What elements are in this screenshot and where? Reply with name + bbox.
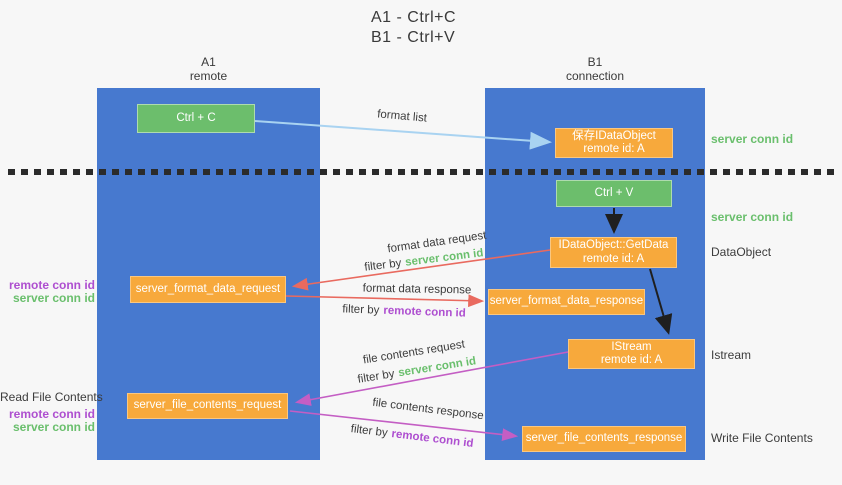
node-server-file-contents-response: server_file_contents_response (522, 426, 686, 452)
node-server-format-data-response: server_format_data_response (488, 289, 645, 315)
filter-by-text: filter by (356, 368, 396, 386)
lane-header-left: A1 remote (97, 55, 320, 83)
lane-right-title: B1 (587, 55, 603, 69)
node-file-response-label: server_file_contents_response (525, 432, 683, 445)
node-idataobject-getdata: IDataObject::GetData remote id: A (550, 237, 677, 268)
label-istream: Istream (711, 348, 752, 362)
label-dataobject: DataObject (711, 245, 772, 259)
node-server-format-data-request: server_format_data_request (130, 276, 286, 303)
title-line-1: A1 - Ctrl+C (371, 9, 457, 26)
lane-header-right: B1 connection (485, 55, 705, 83)
lane-left-subtitle: remote (189, 69, 228, 83)
node-istream: IStream remote id: A (568, 339, 695, 369)
label-read-file-contents: Read File Contents (0, 390, 103, 404)
node-file-request-label: server_file_contents_request (133, 399, 282, 412)
label-server-conn-id-left-1: server conn id (12, 291, 95, 305)
filter-by-text: filter by (350, 423, 389, 440)
node-save-idataobject: 保存IDataObject remote id: A (555, 128, 673, 158)
diagram-title: A1 - Ctrl+C B1 - Ctrl+V (371, 8, 456, 48)
node-format-request-label: server_format_data_request (135, 282, 281, 295)
remote-conn-id-text: remote conn id (390, 428, 475, 450)
node-save-idataobject-line2: remote id: A (583, 143, 645, 155)
filter-by-text: filter by (363, 257, 403, 274)
label-file-contents-response: file contents response (371, 396, 485, 423)
label-server-conn-id-right-top: server conn id (711, 132, 794, 146)
node-ctrl-v-label: Ctrl + V (594, 186, 634, 199)
title-line-2: B1 - Ctrl+V (371, 29, 456, 46)
remote-conn-id-text: remote conn id (383, 304, 466, 320)
label-remote-conn-id-left-1: remote conn id (8, 278, 95, 292)
lane-left-title: A1 (201, 55, 216, 69)
label-server-conn-id-left-2: server conn id (12, 420, 95, 434)
node-getdata-line1: IDataObject::GetData (558, 239, 669, 251)
label-write-file-contents: Write File Contents (711, 431, 813, 445)
label-format-list: format list (376, 108, 428, 125)
node-server-file-contents-request: server_file_contents_request (127, 393, 288, 419)
filter-by-text: filter by (342, 303, 380, 317)
node-ctrl-c-label: Ctrl + C (176, 111, 216, 124)
label-filter-by-remote-conn-id-2: filter by remote conn id (350, 423, 474, 451)
node-istream-line2: remote id: A (600, 354, 663, 366)
lane-right-subtitle: connection (565, 69, 625, 83)
node-ctrl-v: Ctrl + V (556, 180, 672, 207)
node-ctrl-c: Ctrl + C (137, 104, 255, 133)
label-remote-conn-id-left-2: remote conn id (8, 407, 95, 421)
node-format-response-label: server_format_data_response (489, 295, 644, 308)
node-istream-line1: IStream (611, 340, 652, 353)
label-format-data-response: format data response (362, 282, 472, 297)
label-filter-by-remote-conn-id-1: filter by remote conn id (342, 303, 466, 320)
label-server-conn-id-right-mid: server conn id (711, 210, 794, 224)
node-save-idataobject-line1: 保存IDataObject (572, 129, 656, 142)
node-getdata-line2: remote id: A (582, 252, 645, 265)
